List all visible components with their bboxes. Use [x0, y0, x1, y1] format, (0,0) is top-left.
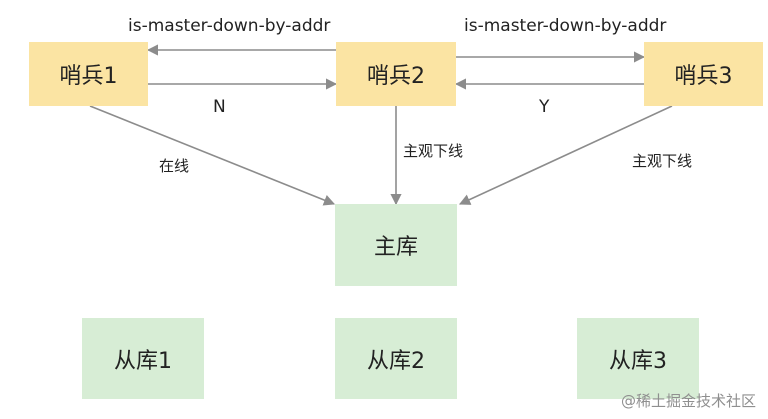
- edge-sentinel3-to-master: [458, 105, 673, 205]
- edge-label-reply-n: N: [213, 97, 226, 117]
- edge-label-vote-1: 在线: [159, 157, 190, 175]
- sentinel-2-label: 哨兵2: [367, 64, 425, 89]
- replica-2-node: 从库2: [335, 318, 457, 399]
- master-node: 主库: [335, 204, 457, 286]
- replica-1-node: 从库1: [82, 318, 204, 399]
- sentinel-1-label: 哨兵1: [59, 64, 118, 89]
- sentinel-3-label: 哨兵3: [674, 64, 733, 89]
- sentinel-3-node: 哨兵3: [644, 42, 763, 106]
- edge-label-cmd-2-3: is-master-down-by-addr: [464, 16, 667, 36]
- master-label: 主库: [373, 235, 418, 260]
- replica-3-label: 从库3: [609, 348, 667, 374]
- replica-3-node: 从库3: [577, 318, 699, 399]
- watermark-text: @稀土掘金技术社区: [620, 392, 756, 410]
- replica-1-label: 从库1: [114, 348, 172, 374]
- sentinel-1-node: 哨兵1: [29, 42, 148, 106]
- replica-2-label: 从库2: [367, 348, 425, 374]
- sentinel-2-node: 哨兵2: [336, 42, 456, 106]
- edge-label-reply-y: Y: [539, 97, 550, 117]
- edge-label-vote-3: 主观下线: [632, 152, 693, 170]
- edge-sentinel1-to-master: [89, 105, 336, 206]
- edge-label-cmd-1-2: is-master-down-by-addr: [128, 16, 331, 36]
- edge-label-vote-2: 主观下线: [403, 142, 464, 160]
